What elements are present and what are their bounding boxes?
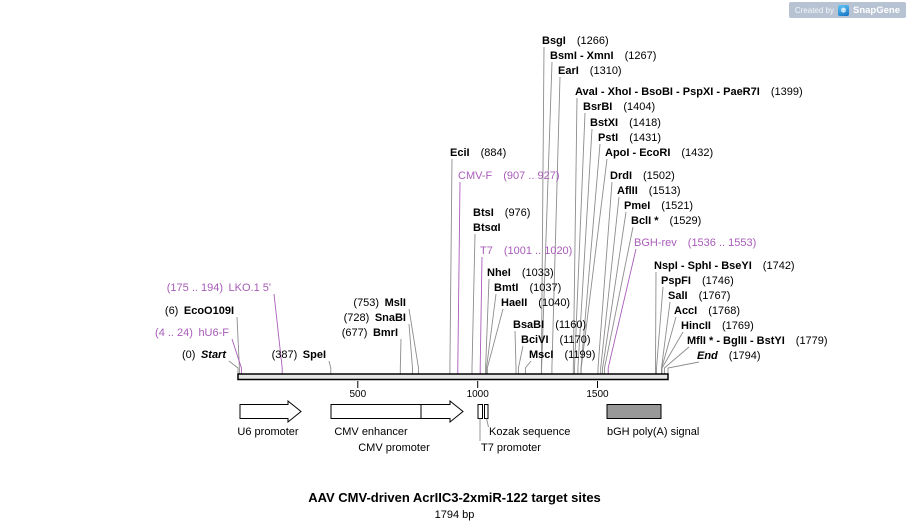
enzyme-label-bmti: BmtI (1037) (494, 282, 562, 294)
leader-line-spei (328, 360, 332, 374)
map-length: 1794 bp (434, 509, 475, 521)
primer-label-t7: T7 (1001 .. 1020) (480, 245, 573, 257)
ruler-label-1500: 1500 (586, 389, 609, 400)
primer-label-lko-1-5: (175 .. 194) LKO.1 5' (166, 282, 271, 294)
leader-line-eari (551, 76, 561, 374)
kozak-lead (486, 418, 489, 428)
leader-line-aflii (600, 196, 620, 374)
leader-line-nspi-sphi-bseyi (655, 271, 657, 374)
feature-label-kozak-sequence: Kozak sequence (489, 426, 571, 438)
enzyme-label-ecoo109i: (6) EcoO109I (164, 305, 234, 317)
enzyme-label-acci: AccI (1768) (674, 305, 741, 317)
leader-line-bmti (486, 293, 497, 374)
leader-line-bgh-rev (607, 248, 637, 374)
feature-t7-promoter (477, 404, 483, 419)
leader-line-end (667, 361, 700, 374)
sequence-bar (237, 373, 669, 381)
feature-cmv-enhancer (330, 404, 422, 419)
leader-line-bsabi (514, 330, 517, 374)
feature-u6-promoter (239, 399, 302, 424)
feature-cmv-promoter (420, 399, 464, 424)
feature-label-cmv-promoter: CMV promoter (358, 442, 430, 454)
enzyme-label-bcivi: BciVI (1170) (521, 334, 591, 346)
enzyme-label-snabi: (728) SnaBI (343, 312, 406, 324)
enzyme-label-aflii: AflII (1513) (617, 185, 681, 197)
badge-brand-text: SnapGene (853, 4, 900, 16)
enzyme-label-psti: PstI (1431) (598, 132, 661, 144)
enzyme-label-mfli-bglii-bstyi: MflI * - BglII - BstYI (1779) (687, 335, 828, 347)
primer-label-cmv-f: CMV-F (907 .. 927) (458, 170, 560, 182)
enzyme-label-sali: SalI (1767) (668, 290, 731, 302)
enzyme-label-msli: (753) MslI (353, 297, 406, 309)
ruler-label-1000: 1000 (466, 389, 489, 400)
leader-line-snabi (408, 323, 413, 374)
enzyme-label-haeii: HaeII (1040) (501, 297, 571, 309)
enzyme-label-hincii: HincII (1769) (681, 320, 754, 332)
leader-line-pmei (602, 211, 627, 374)
leader-line-avai-xhoi-bsobi-pspxi-paer7i (572, 97, 578, 374)
enzyme-label-bsrbi: BsrBI (1404) (583, 101, 656, 113)
leader-line-ecii (449, 158, 453, 374)
enzyme-label-bcli: BclI * (1529) (631, 215, 702, 227)
leader-line-haeii (486, 308, 504, 374)
snapgene-logo-icon: ❅ (838, 4, 849, 16)
enzyme-label-bmri: (677) BmrI (341, 327, 398, 339)
leader-line-nhei (485, 278, 490, 374)
leader-line-bcivi (517, 345, 524, 374)
enzyme-label-apoi-ecori: ApoI - EcoRI (1432) (605, 147, 714, 159)
leader-line-bcli (604, 226, 634, 374)
leader-line-bsmi-xmni (541, 61, 553, 374)
leader-line-hincii (661, 331, 684, 374)
enzyme-label-bstxi: BstXI (1418) (590, 117, 661, 129)
leader-line-bsrbi (574, 112, 586, 374)
feature-label-t7-promoter: T7 promoter (481, 442, 541, 454)
enzyme-label-pspfi: PspFI (1746) (661, 275, 734, 287)
enzyme-label-bts-i: BtsαI (473, 222, 501, 234)
leader-line-pspfi (656, 286, 664, 374)
map-title: AAV CMV-driven AcrIIC3-2xmiR-122 target … (308, 490, 601, 505)
leader-line-drdi (597, 181, 613, 374)
feature-kozak-sequence (484, 404, 489, 419)
enzyme-label-msci: MscI (1199) (529, 349, 596, 361)
leader-line-bstxi (577, 128, 593, 374)
feature-label-u6-promoter: U6 promoter (237, 426, 299, 438)
enzyme-label-bsabi: BsaBI (1160) (513, 319, 587, 331)
badge-created-text: Created by (794, 5, 834, 15)
enzyme-label-eari: EarI (1310) (558, 65, 622, 77)
title-block: AAV CMV-driven AcrIIC3-2xmiR-122 target … (0, 490, 909, 522)
leader-line-mfli-bglii-bstyi (663, 346, 690, 374)
primer-label-bgh-rev: BGH-rev (1536 .. 1553) (634, 237, 757, 249)
feature-label-bgh-poly-a-signal: bGH poly(A) signal (607, 426, 700, 438)
enzyme-label-nspi-sphi-bseyi: NspI - SphI - BseYI (1742) (654, 260, 795, 272)
marker-label-start: (0) Start (181, 349, 226, 361)
ruler-label-500: 500 (349, 389, 367, 400)
enzyme-label-pmei: PmeI (1521) (624, 200, 694, 212)
enzyme-label-bsgi: BsgI (1266) (542, 35, 609, 47)
leader-line-bmri (399, 338, 402, 374)
leader-line-msci (524, 360, 532, 374)
leader-line-apoi-ecori (580, 158, 608, 374)
leader-line-bts-i (471, 233, 476, 374)
leader-line-t7 (479, 256, 483, 374)
leader-line-lko-1-5 (273, 293, 283, 374)
enzyme-label-ecii: EciI (884) (450, 147, 507, 159)
primer-label-hu6-f: (4 .. 24) hU6-F (155, 327, 229, 339)
leader-line-ecoo109i (236, 316, 240, 374)
feature-label-cmv-enhancer: CMV enhancer (334, 426, 408, 438)
enzyme-label-drdi: DrdI (1502) (610, 170, 675, 182)
enzyme-label-nhei: NheI (1033) (487, 267, 554, 279)
enzyme-label-btsi: BtsI (976) (473, 207, 531, 219)
enzyme-label-bsmi-xmni: BsmI - XmnI (1267) (550, 50, 657, 62)
enzyme-label-avai-xhoi-bsobi-pspxi-paer7i: AvaI - XhoI - BsoBI - PspXI - PaeR7I (13… (575, 86, 803, 98)
leader-line-msli (408, 308, 419, 374)
enzyme-label-spei: (387) SpeI (271, 349, 326, 361)
leader-line-cmv-f (457, 181, 461, 374)
snapgene-badge: Created by ❅ SnapGene (788, 2, 906, 18)
feature-bgh-poly-a-signal (606, 404, 662, 419)
leader-line-start (228, 360, 239, 374)
marker-label-end: End (1794) (697, 350, 761, 362)
leader-line-hu6-f (231, 338, 242, 374)
